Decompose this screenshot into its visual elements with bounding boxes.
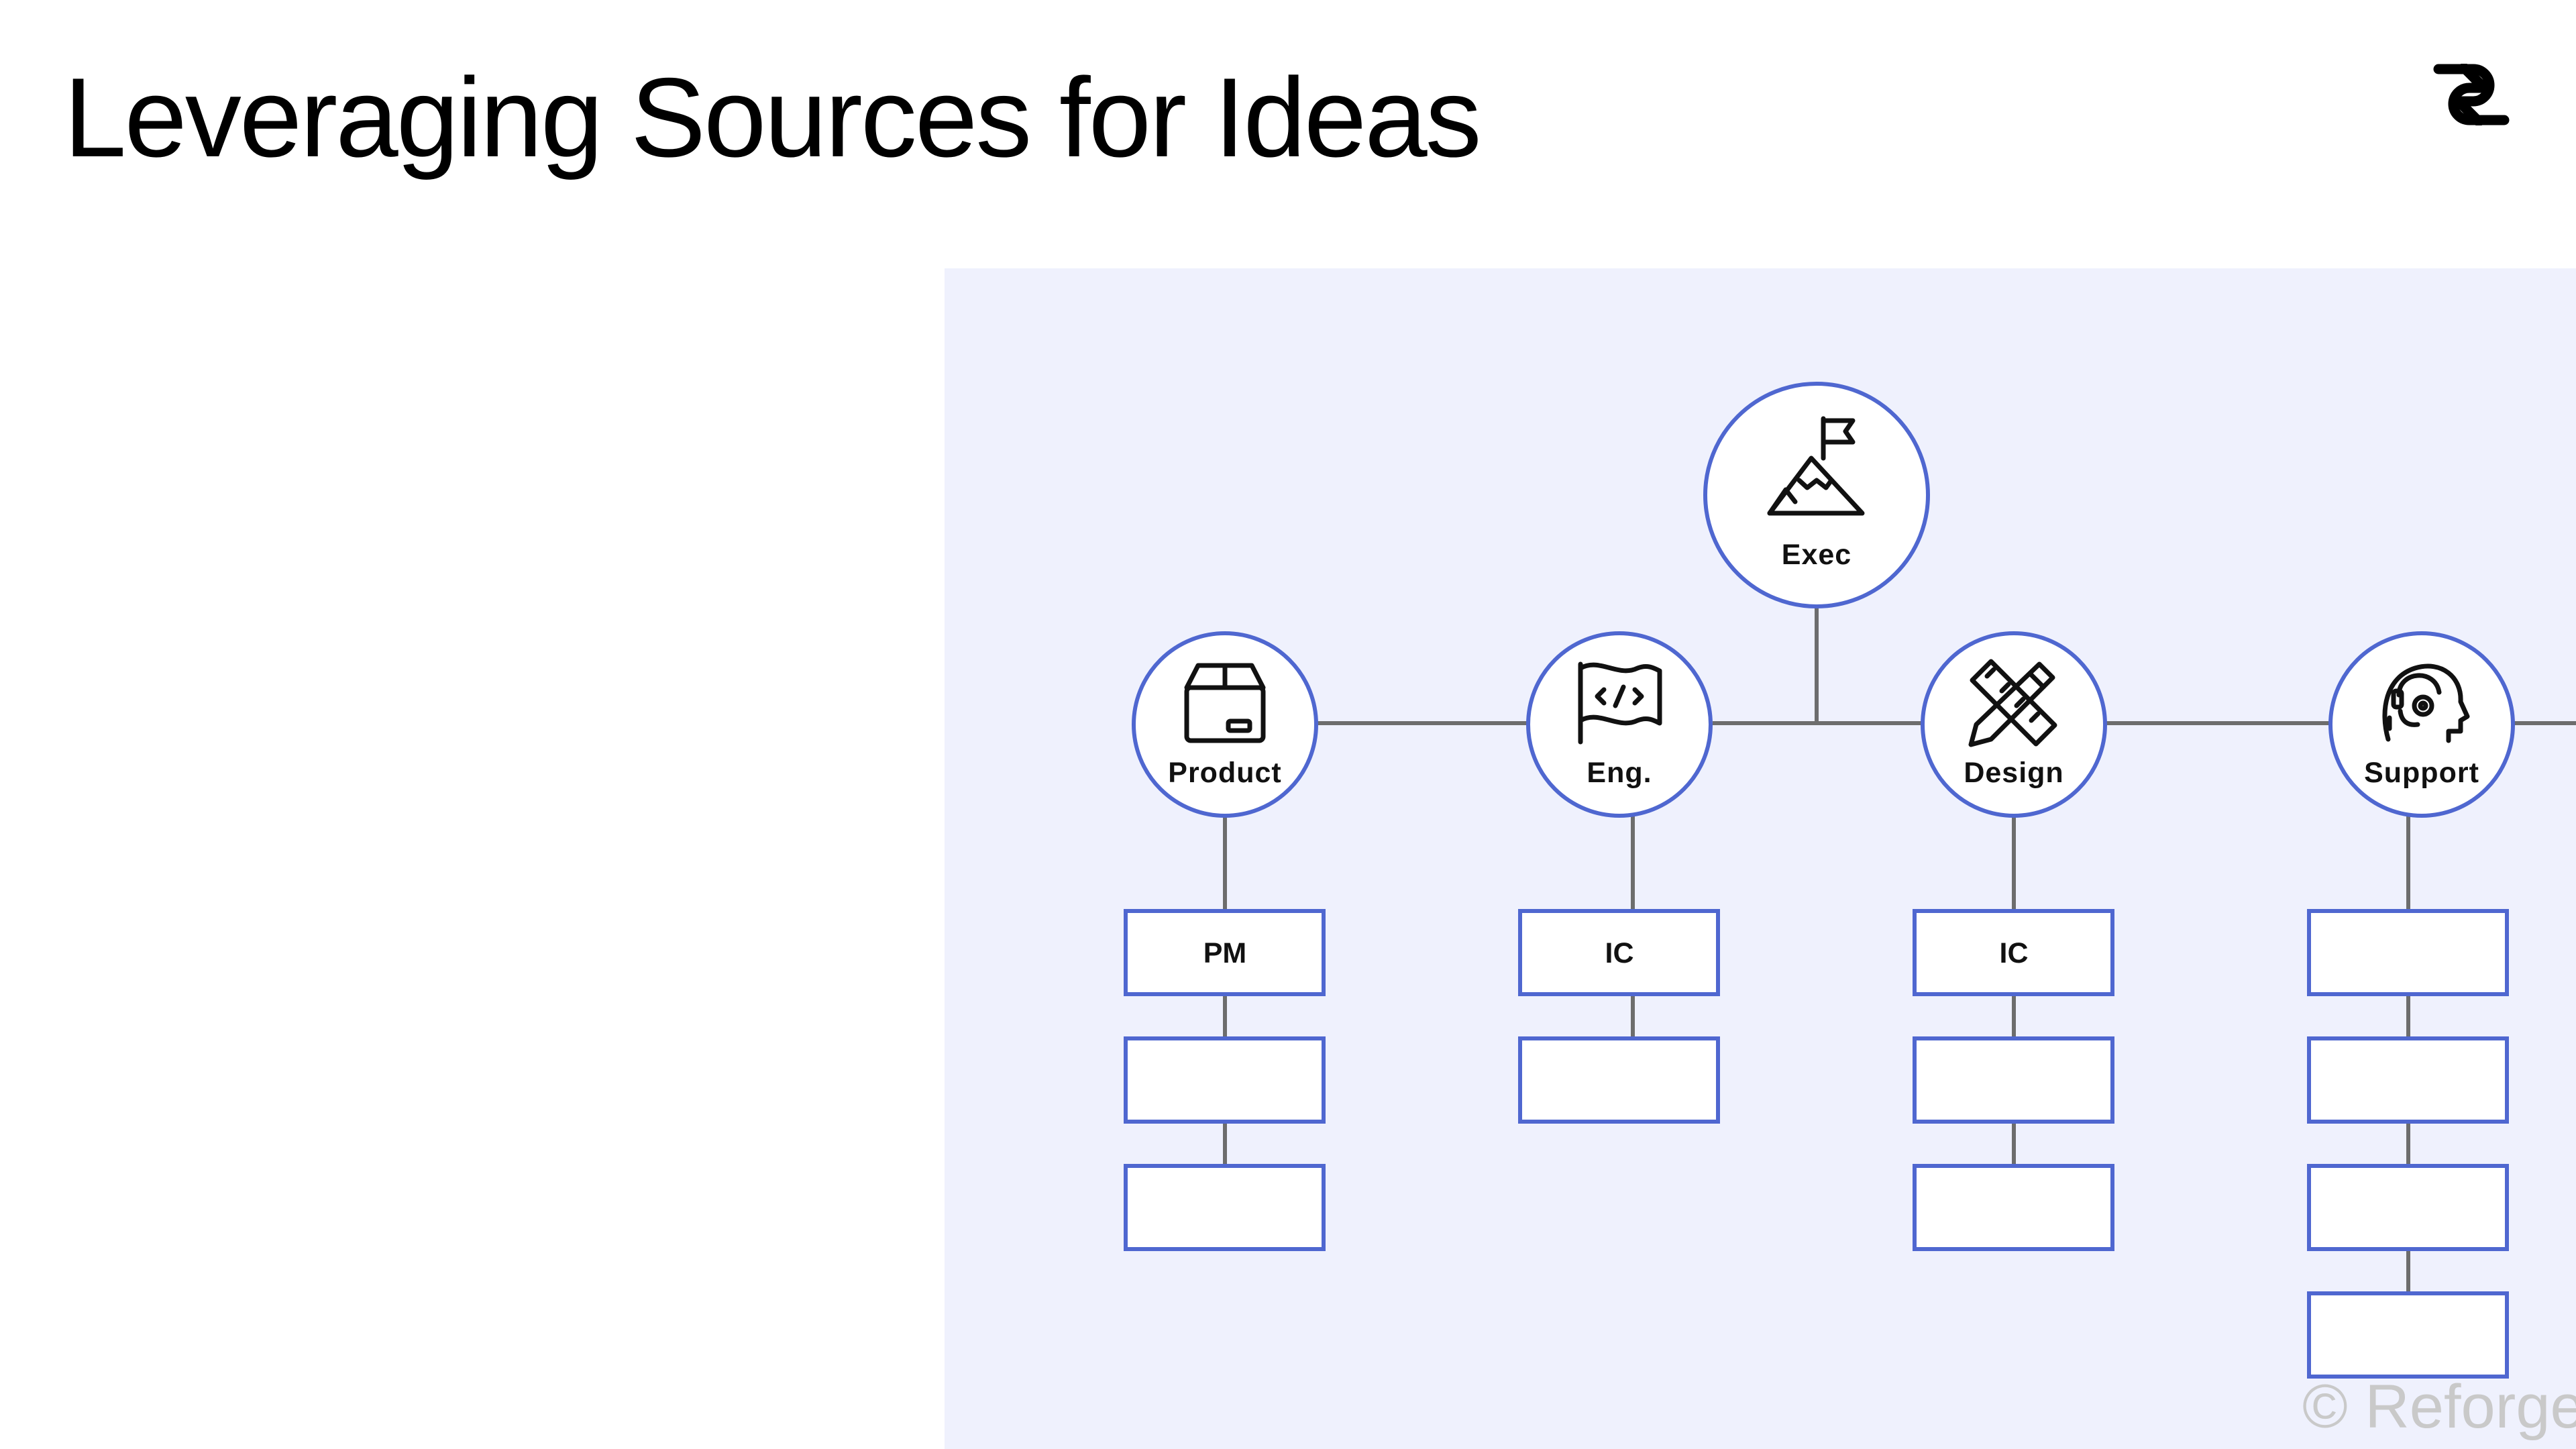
node-exec: Exec <box>1703 382 1930 608</box>
role-label-design-1: IC <box>2000 937 2029 969</box>
design-role-boxes: IC <box>1913 909 2114 1251</box>
code-flag-icon <box>1578 661 1662 745</box>
mountain-flag-icon <box>1767 416 1865 516</box>
role-box-support-2 <box>2307 1036 2509 1124</box>
node-label-design: Design <box>1964 757 2063 789</box>
node-support: Support <box>2328 631 2515 818</box>
role-box-design-2 <box>1913 1036 2114 1124</box>
headset-agent-icon <box>2382 663 2470 743</box>
support-role-boxes <box>2307 909 2509 1379</box>
copyright-watermark: © Reforge <box>2302 1373 2576 1441</box>
role-box-product-1 <box>1124 909 1326 996</box>
node-label-exec: Exec <box>1782 539 1851 571</box>
role-label-product-1: PM <box>1203 937 1247 969</box>
role-box-support-1 <box>2307 909 2509 996</box>
role-box-eng-2 <box>1518 1036 1720 1124</box>
product-role-boxes: PM <box>1124 909 1326 1251</box>
eng-role-boxes: IC <box>1518 909 1720 1124</box>
role-box-product-2 <box>1124 1036 1326 1124</box>
role-box-product-3 <box>1124 1164 1326 1251</box>
package-box-icon <box>1184 663 1266 743</box>
node-label-support: Support <box>2364 757 2479 789</box>
node-design: Design <box>1921 631 2107 818</box>
role-label-eng-1: IC <box>1605 937 1634 969</box>
pencil-ruler-icon <box>1968 659 2057 747</box>
role-box-support-3 <box>2307 1164 2509 1251</box>
node-label-eng: Eng. <box>1587 757 1652 789</box>
role-box-design-1 <box>1913 909 2114 996</box>
role-box-eng-1 <box>1518 909 1720 996</box>
node-eng: Eng. <box>1526 631 1713 818</box>
reforge-logo-icon <box>2433 64 2510 125</box>
connector-lines <box>1223 607 2576 1293</box>
slide-title: Leveraging Sources for Ideas <box>64 54 1482 180</box>
node-label-product: Product <box>1168 757 1281 789</box>
node-product: Product <box>1132 631 1318 818</box>
role-box-support-4 <box>2307 1291 2509 1379</box>
role-box-design-3 <box>1913 1164 2114 1251</box>
